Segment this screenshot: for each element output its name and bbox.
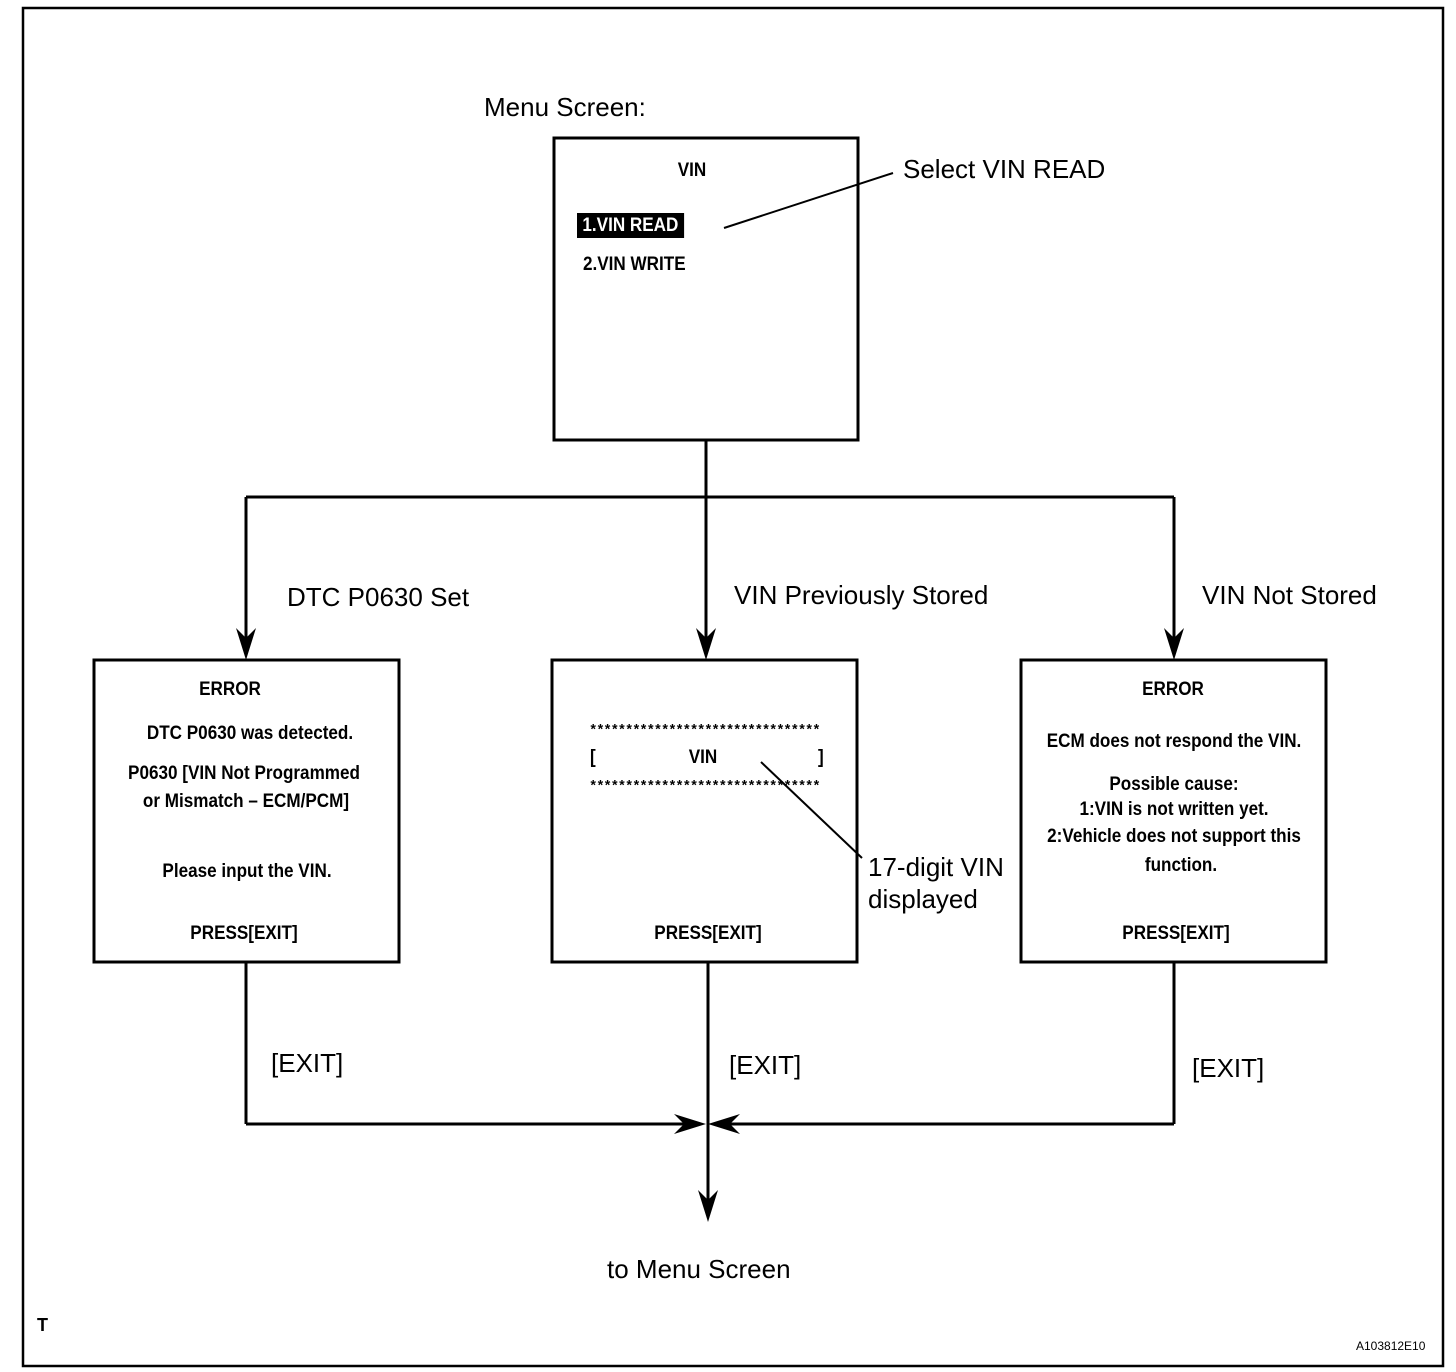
exit-left-label: [EXIT] <box>271 1048 344 1078</box>
error-ecm-line4: 2:Vehicle does not support this <box>1047 826 1301 847</box>
vin-bracket-left: [ <box>590 747 596 768</box>
arrowhead-middle <box>696 628 716 660</box>
menu-item-vin-read-highlight: 1.VIN READ <box>577 213 684 238</box>
branch-not-stored-label: VIN Not Stored <box>1202 580 1377 610</box>
vin-callout-line2: displayed <box>868 884 978 914</box>
error-ecm-line3: 1:VIN is not written yet. <box>1079 799 1269 820</box>
menu-screen-label: Menu Screen: <box>484 92 646 122</box>
menu-screen-box <box>552 136 860 442</box>
figure-frame <box>21 6 1445 1368</box>
branch-previously-stored-label: VIN Previously Stored <box>734 580 989 610</box>
vin-stars-bottom: ******************************** <box>589 779 821 795</box>
error-ecm-title: ERROR <box>1142 679 1204 700</box>
arrowhead-right <box>1164 628 1184 660</box>
vin-stars-top: ******************************** <box>589 723 821 739</box>
vin-bracket-right: ] <box>818 747 824 768</box>
arrowhead-to-menu <box>698 1190 718 1222</box>
vin-display-box <box>550 658 859 964</box>
vin-callout-leader <box>760 761 863 859</box>
arrowhead-left <box>236 628 256 660</box>
menu-item-vin-read: 1.VIN READ <box>577 213 684 238</box>
error-dtc-line1: DTC P0630 was detected. <box>146 723 354 744</box>
figure-id: A103812E10 <box>1356 1339 1426 1353</box>
error-ecm-footer: PRESS[EXIT] <box>1122 923 1230 944</box>
corner-mark: T <box>37 1315 48 1335</box>
error-dtc-line2: P0630 [VIN Not Programmed <box>128 763 360 784</box>
error-ecm-line1: ECM does not respond the VIN. <box>1046 731 1302 752</box>
error-ecm-line2: Possible cause: <box>1109 774 1239 795</box>
error-dtc-line3: or Mismatch – ECM/PCM] <box>142 791 350 812</box>
exit-right-label: [EXIT] <box>1192 1053 1265 1083</box>
menu-box-title: VIN <box>677 160 707 181</box>
menu-item-vin-write: 2.VIN WRITE <box>583 254 686 275</box>
error-dtc-footer: PRESS[EXIT] <box>190 923 298 944</box>
branch-dtc-label: DTC P0630 Set <box>287 582 470 612</box>
vin-callout-line1: 17-digit VIN <box>868 852 1004 882</box>
error-dtc-title: ERROR <box>199 679 261 700</box>
select-vin-read-leader <box>723 172 894 229</box>
error-dtc-line4: Please input the VIN. <box>162 861 332 882</box>
exit-middle-label: [EXIT] <box>729 1050 802 1080</box>
error-ecm-line5: function. <box>1144 855 1218 876</box>
arrowhead-exit-left <box>674 1114 706 1134</box>
to-menu-screen-label: to Menu Screen <box>607 1254 791 1284</box>
select-vin-read-label: Select VIN READ <box>903 154 1106 184</box>
arrowhead-exit-right <box>708 1114 740 1134</box>
vin-label: VIN <box>688 747 718 768</box>
vin-box-footer: PRESS[EXIT] <box>654 923 762 944</box>
